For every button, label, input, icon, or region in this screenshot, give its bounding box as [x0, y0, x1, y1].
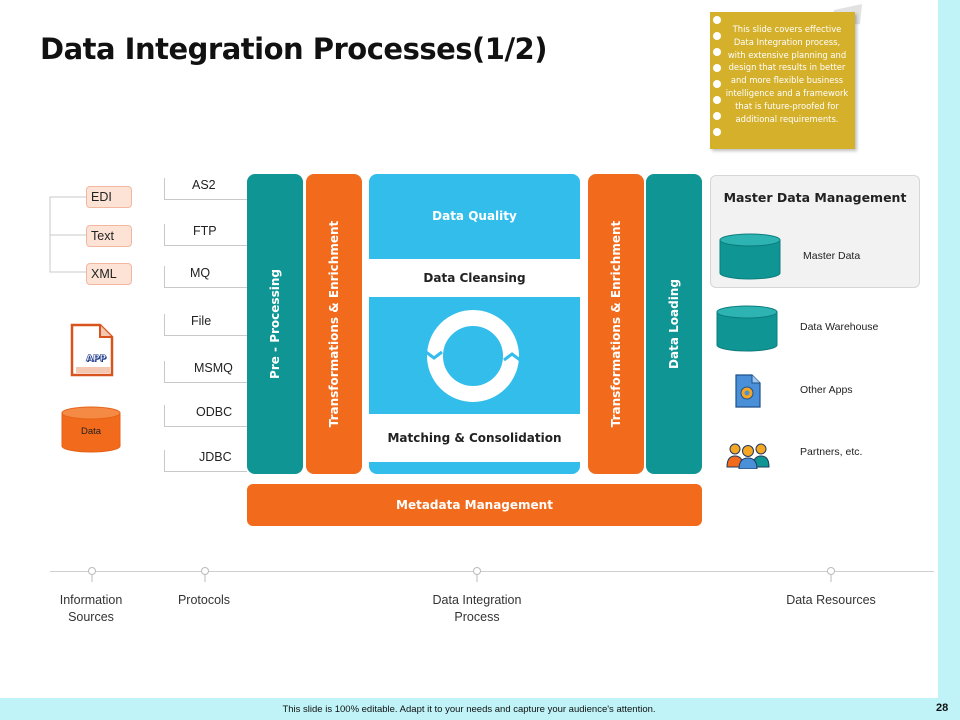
transform-right-label: Transformations & Enrichment — [609, 220, 623, 428]
stage-data-resources: Data Resources — [786, 593, 876, 607]
app-gear-icon — [735, 374, 761, 408]
transform-right-column: Transformations & Enrichment — [588, 174, 644, 474]
sticky-note — [710, 12, 855, 149]
pre-processing-column: Pre - Processing — [247, 174, 303, 474]
data-cylinder-icon: Data — [61, 406, 121, 454]
stage-protocols: Protocols — [177, 593, 231, 607]
timeline-marker — [473, 567, 481, 582]
data-loading-label: Data Loading — [667, 279, 681, 369]
protocol-line — [164, 450, 247, 472]
master-data-cylinder-icon — [719, 233, 781, 280]
slide-title: Data Integration Processes(1/2) — [40, 32, 547, 66]
data-warehouse-label: Data Warehouse — [800, 321, 879, 333]
transform-left-column: Transformations & Enrichment — [306, 174, 362, 474]
accent-strip — [938, 0, 960, 720]
footer-text: This slide is 100% editable. Adapt it to… — [282, 704, 656, 715]
protocol-msmq: MSMQ — [194, 361, 233, 375]
protocol-line — [164, 224, 247, 246]
mdm-title: Master Data Management — [723, 190, 907, 205]
protocol-line — [164, 405, 247, 427]
footer-bar — [0, 698, 960, 720]
master-data-label: Master Data — [803, 250, 861, 262]
transform-left-label: Transformations & Enrichment — [327, 220, 341, 428]
cycle-ring-icon — [425, 310, 521, 402]
timeline-marker — [827, 567, 835, 582]
partners-icon — [726, 443, 770, 469]
sources-bracket — [49, 196, 88, 273]
protocol-line — [164, 361, 247, 383]
data-loading-column: Data Loading — [646, 174, 702, 474]
protocol-file: File — [191, 314, 212, 328]
protocol-as2: AS2 — [192, 178, 216, 192]
protocol-odbc: ODBC — [196, 405, 233, 419]
protocol-ftp: FTP — [193, 224, 217, 238]
source-xml: XML — [86, 263, 132, 285]
metadata-bar — [247, 484, 702, 526]
source-edi: EDI — [86, 186, 132, 208]
metadata-label: Metadata Management — [396, 498, 553, 512]
data-cylinder-label: Data — [80, 426, 102, 437]
timeline-marker — [201, 567, 209, 582]
data-warehouse-cylinder-icon — [716, 305, 778, 352]
note-text: This slide covers effective Data Integra… — [725, 24, 849, 124]
protocol-line — [164, 314, 247, 336]
app-icon-label: APP — [86, 354, 107, 365]
page-number: 28 — [936, 702, 949, 714]
data-cleansing-label: Data Cleansing — [423, 271, 526, 285]
protocol-line — [164, 178, 247, 200]
matching-band — [369, 414, 580, 462]
protocol-line — [164, 266, 247, 288]
partners-label: Partners, etc. — [800, 446, 863, 458]
source-text: Text — [86, 225, 132, 247]
timeline-line — [50, 571, 934, 572]
protocol-mq: MQ — [190, 266, 211, 280]
timeline-marker — [88, 567, 96, 582]
app-file-icon: APP — [68, 323, 114, 379]
matching-label: Matching & Consolidation — [387, 431, 562, 445]
data-quality-label: Data Quality — [432, 209, 517, 223]
cleansing-band — [369, 259, 580, 297]
pre-processing-label: Pre - Processing — [268, 269, 282, 379]
protocol-jdbc: JDBC — [199, 450, 232, 464]
other-apps-label: Other Apps — [800, 384, 853, 396]
